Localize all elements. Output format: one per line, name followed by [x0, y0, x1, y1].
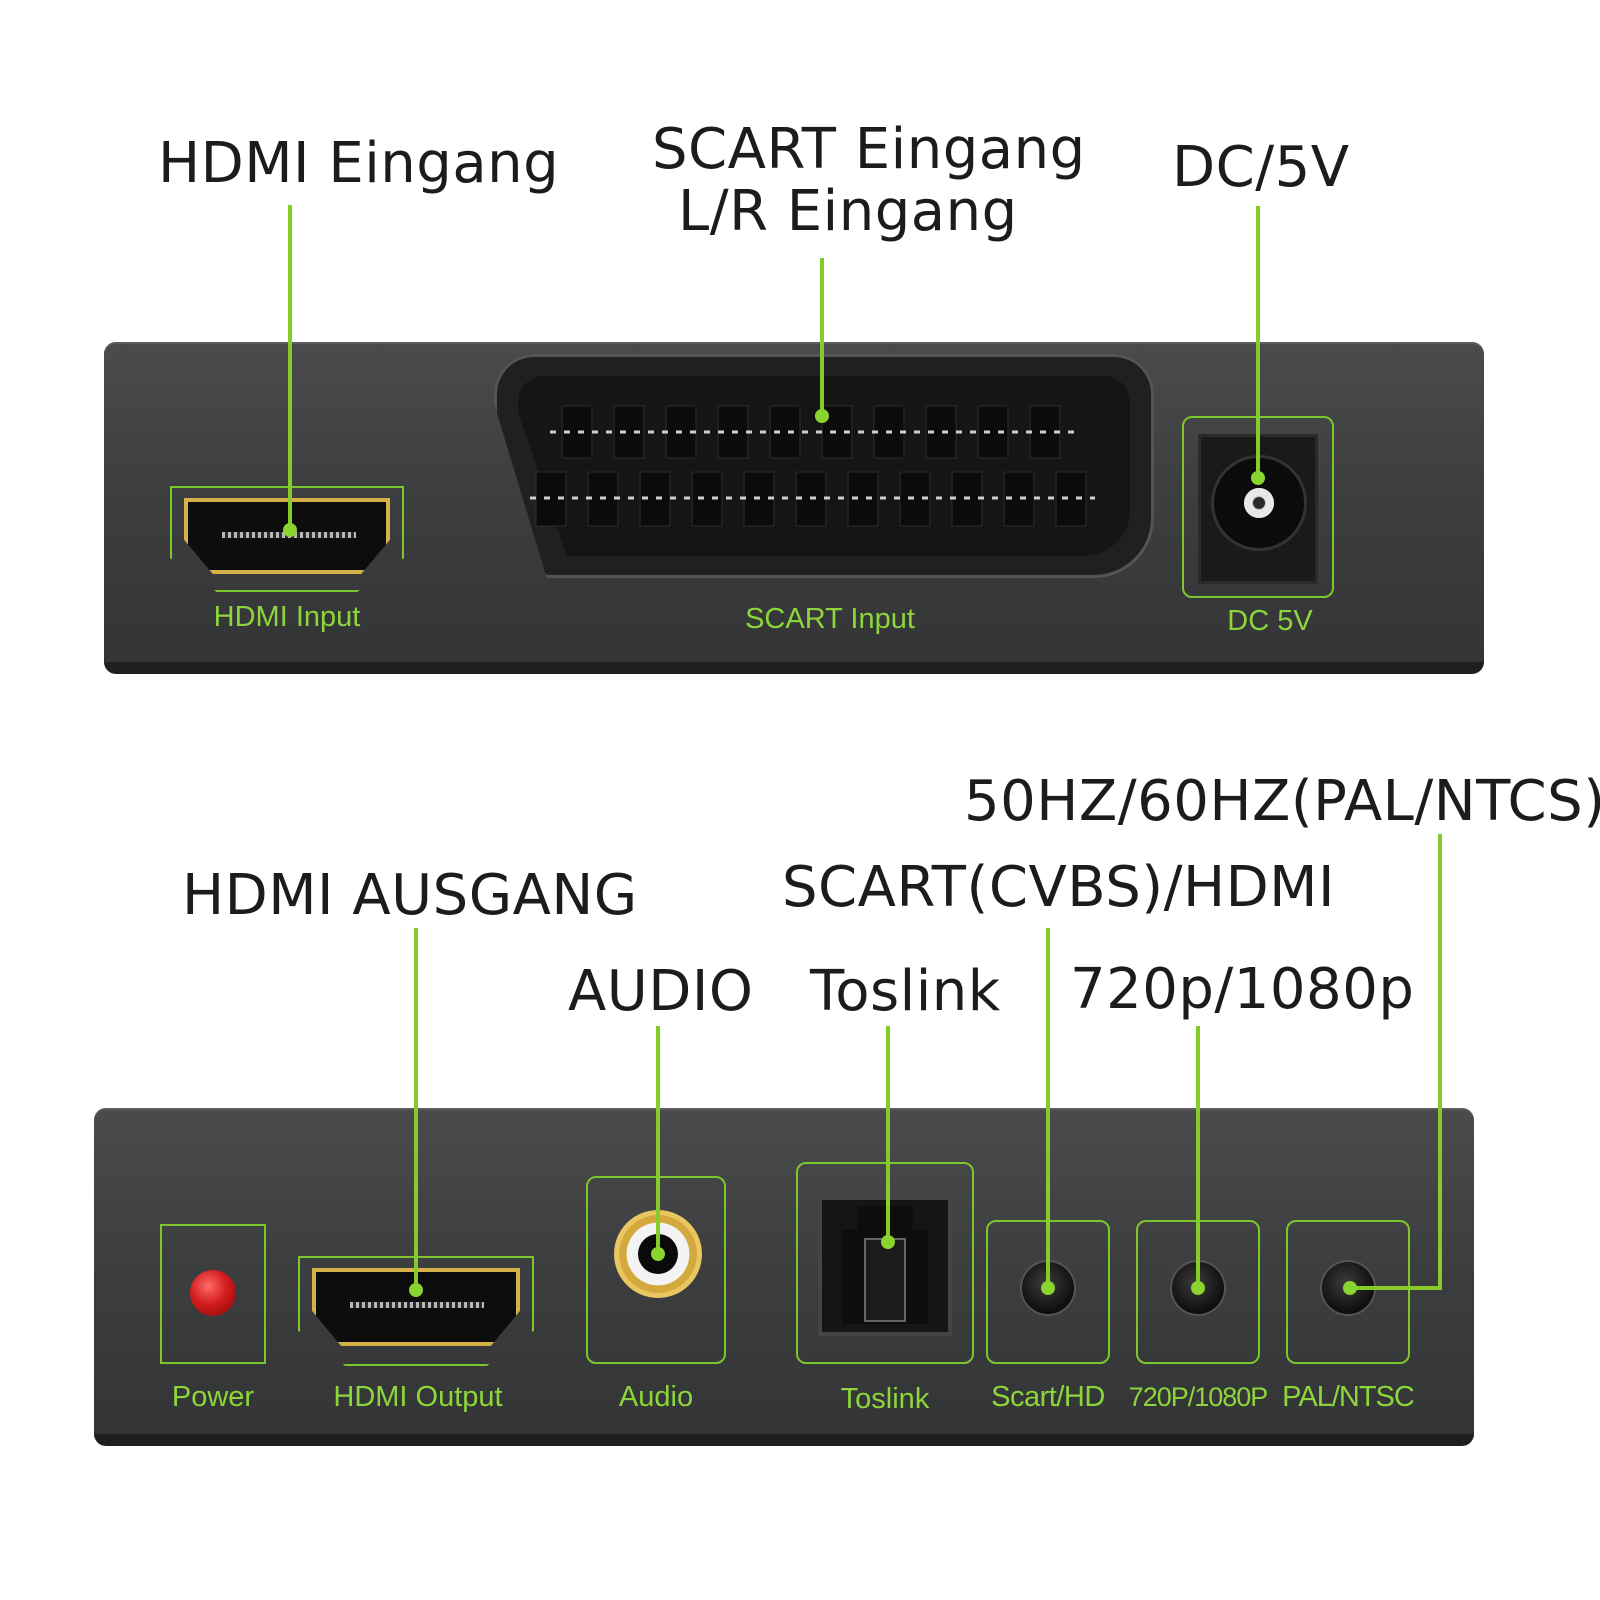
hdmi-output-contacts [350, 1302, 484, 1308]
leader-toslink [886, 1026, 890, 1242]
leader-hdmi-eingang [288, 205, 292, 530]
label-scart-hd: Scart/HD [991, 1381, 1105, 1413]
power-led [190, 1270, 236, 1316]
label-scart-input: SCART Input [745, 603, 915, 635]
leader-scart-eingang [820, 258, 824, 416]
top-panel-bottom-edge [104, 662, 1484, 674]
leader-dot-toslink [881, 1235, 895, 1249]
leader-hz-mode-horizontal [1348, 1286, 1442, 1290]
leader-dot-hz-mode [1343, 1281, 1357, 1295]
leader-dot-resolution [1191, 1281, 1205, 1295]
callout-audio: AUDIO [568, 959, 754, 1024]
dc-jack-center [1253, 497, 1265, 509]
callout-lr-eingang: L/R Eingang [678, 179, 1018, 244]
leader-dot-dc-5v [1251, 471, 1265, 485]
power-frame [160, 1224, 266, 1364]
leader-audio [656, 1026, 660, 1254]
label-power: Power [171, 1381, 255, 1413]
hdmi-input-frame [170, 486, 404, 592]
toslink-frame [796, 1162, 974, 1364]
label-hdmi-output: HDMI Output [333, 1381, 503, 1413]
toslink-shutter [866, 1240, 904, 1320]
callout-hdmi-eingang: HDMI Eingang [158, 131, 560, 196]
scart-pins [530, 405, 1095, 527]
callout-resolution: 720p/1080p [1070, 957, 1415, 1022]
label-pal-ntsc: PAL/NTSC [1282, 1381, 1415, 1413]
label-res-switch: 720P/1080P [1128, 1382, 1269, 1412]
pal-ntsc-frame [1286, 1220, 1410, 1364]
label-audio: Audio [618, 1381, 694, 1413]
leader-resolution [1196, 1026, 1200, 1288]
leader-dot-scart-hdmi [1041, 1281, 1055, 1295]
callout-dc-5v: DC/5V [1172, 135, 1350, 200]
label-hdmi-input: HDMI Input [213, 601, 361, 633]
label-toslink: Toslink [840, 1383, 930, 1415]
leader-dot-scart-eingang [815, 409, 829, 423]
leader-scart-hdmi [1046, 928, 1050, 1288]
callout-hdmi-ausgang: HDMI AUSGANG [182, 863, 638, 928]
leader-dot-hdmi-eingang [283, 523, 297, 537]
leader-dot-hdmi-ausgang [409, 1283, 423, 1297]
leader-hdmi-ausgang [414, 928, 418, 1290]
leader-dc-5v [1256, 206, 1260, 478]
callout-hz-mode: 50HZ/60HZ(PAL/NTCS) [964, 769, 1600, 834]
callout-scart-hdmi: SCART(CVBS)/HDMI [782, 855, 1336, 920]
callout-scart-eingang: SCART Eingang [652, 117, 1086, 182]
leader-hz-mode-vertical [1438, 834, 1442, 1290]
label-dc-5v: DC 5V [1227, 605, 1313, 637]
leader-dot-audio [651, 1247, 665, 1261]
bottom-panel-bottom-edge [94, 1434, 1474, 1446]
callout-toslink: Toslink [810, 959, 1001, 1024]
